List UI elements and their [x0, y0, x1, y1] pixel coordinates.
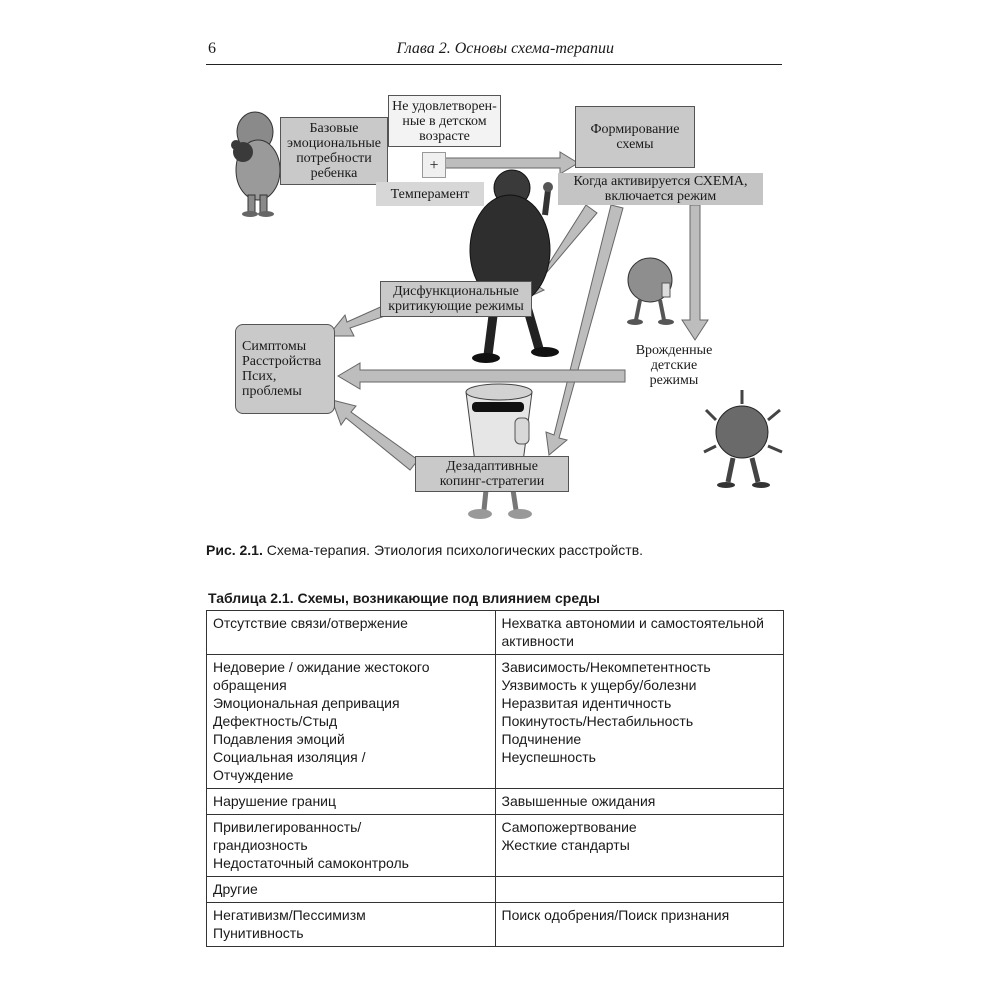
- table-cell: [494, 876, 784, 903]
- table-cell: Нарушение границ: [206, 788, 496, 815]
- table-row: Нарушение границ Завышенные ожидания: [206, 788, 784, 815]
- cell-text-line: Нарушение границ: [213, 793, 337, 809]
- page-number: 6: [208, 40, 216, 57]
- cell-text-line: Другие: [213, 881, 258, 897]
- cell-text-line: Зависимость/Некомпетентность: [501, 659, 711, 675]
- cell-text-line: Недоверие / ожидание жестокого: [213, 659, 430, 675]
- arrow-critic-to-symptoms: [326, 304, 386, 337]
- etiology-diagram: Базовые эмоциональные потребности ребенк…: [231, 95, 783, 519]
- cell-text-line: Самопожертвование: [501, 819, 637, 835]
- table-row: Отсутствие связи/отвержение Нехватка авто…: [206, 610, 784, 655]
- cell-text-line: Нехватка автономии и самостоятельной: [501, 615, 764, 631]
- cell-text-line: обращения: [213, 677, 287, 693]
- table-cell: Завышенные ожидания: [494, 788, 784, 815]
- arrow-coping-to-symptoms: [331, 399, 419, 471]
- cell-text-line: Жесткие стандарты: [501, 837, 630, 853]
- cell-text-line: Поиск одобрения/Поиск признания: [501, 907, 730, 923]
- schema-formation-box: Формирование схемы: [575, 106, 695, 168]
- table-row: Другие: [206, 876, 784, 903]
- innate-child-modes-label: Врожденные детские режимы: [635, 343, 713, 388]
- cell-text-line: Покинутость/Нестабильность: [501, 713, 694, 729]
- cell-text-line: Отчуждение: [213, 767, 294, 783]
- table-title: Таблица 2.1. Схемы, возникающие под влия…: [208, 590, 600, 606]
- cell-text-line: Пунитивность: [213, 925, 304, 941]
- cell-text-line: Отсутствие связи/отвержение: [213, 615, 408, 631]
- cell-text-line: Недостаточный самоконтроль: [213, 855, 409, 871]
- dysfunctional-critic-box: Дисфункциональные критикующие режимы: [380, 281, 532, 317]
- plus-sign: +: [422, 152, 446, 178]
- cell-text-line: Уязвимость к ущербу/болезни: [501, 677, 697, 693]
- cell-text-line: Социальная изоляция /: [213, 749, 366, 765]
- cell-text-line: Неразвитая идентичность: [501, 695, 672, 711]
- table-cell: Отсутствие связи/отвержение: [206, 610, 496, 655]
- cell-text-line: Негативизм/Пессимизм: [213, 907, 366, 923]
- temperament-box: Темперамент: [376, 182, 484, 206]
- cell-text-line: грандиозность: [213, 837, 308, 853]
- arrow-innate-to-symptoms: [337, 362, 626, 390]
- cell-text-line: Завышенные ожидания: [501, 793, 656, 809]
- cell-text-line: Подчинение: [501, 731, 582, 747]
- coping-character-illustration: [465, 383, 533, 519]
- arrow-to-formation: [439, 151, 579, 175]
- caption-text: Схема-терапия. Этиология психологических…: [262, 542, 644, 558]
- child-character-illustration: [231, 111, 281, 217]
- sad-child-character-illustration: [627, 257, 674, 325]
- caption-label: Рис. 2.1.: [206, 542, 263, 558]
- symptoms-box: Симптомы Расстройства Псих, проблемы: [235, 324, 335, 414]
- basic-needs-box: Базовые эмоциональные потребности ребенк…: [280, 117, 388, 185]
- arrow-to-innate: [681, 204, 709, 341]
- schemas-table: Отсутствие связи/отвержение Нехватка авто…: [206, 610, 784, 947]
- running-title: Глава 2. Основы схема-терапии: [396, 40, 614, 57]
- table-cell: Нехватка автономии и самостоятельной акти…: [494, 610, 784, 655]
- figure-caption: Рис. 2.1. Схема-терапия. Этиология психо…: [206, 542, 643, 558]
- cell-text-line: активности: [501, 633, 575, 649]
- schema-activation-box: Когда активируется СХЕМА, включается реж…: [558, 173, 763, 205]
- angry-child-character-illustration: [703, 390, 783, 488]
- cell-text-line: Дефектность/Стыд: [213, 713, 338, 729]
- cell-text-line: Неуспешность: [501, 749, 596, 765]
- arrow-to-coping: [545, 204, 624, 456]
- cell-text-line: Привилегированность/: [213, 819, 362, 835]
- running-header: 6 Глава 2. Основы схема-терапии: [206, 38, 782, 65]
- table-cell: Другие: [206, 876, 496, 903]
- unmet-needs-box: Не удовлетворен- ные в детском возрасте: [388, 95, 501, 147]
- maladaptive-coping-box: Дезадаптивные копинг-стратегии: [415, 456, 569, 492]
- cell-text-line: Подавления эмоций: [213, 731, 345, 747]
- cell-text-line: Эмоциональная депривация: [213, 695, 400, 711]
- table-cell: Поиск одобрения/Поиск признания: [494, 902, 784, 947]
